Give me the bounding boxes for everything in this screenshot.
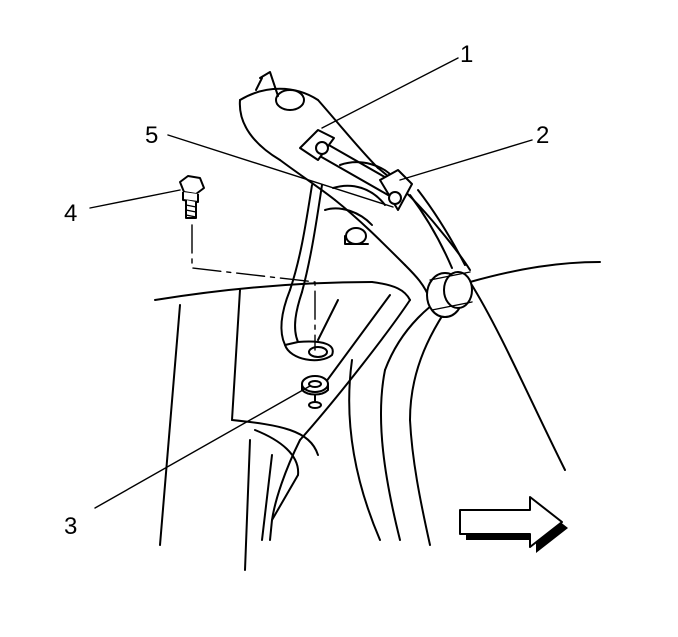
callout-leaders (89, 57, 533, 509)
bolt (179, 175, 205, 219)
callout-5: 5 (145, 122, 158, 149)
body-panel (154, 281, 411, 571)
callout-4: 4 (64, 200, 77, 227)
callout-2: 2 (536, 122, 549, 149)
leader-1 (321, 57, 459, 129)
leader-3 (94, 385, 311, 509)
forward-arrow-icon (459, 496, 568, 553)
callout-3: 3 (64, 513, 77, 540)
frame-rail (348, 261, 601, 546)
leader-5 (167, 134, 394, 208)
leader-2 (399, 139, 533, 181)
install-path (191, 224, 316, 351)
hanger-bracket (280, 129, 466, 362)
callout-1: 1 (460, 41, 473, 68)
washer-nut (301, 375, 329, 409)
leader-4 (89, 189, 181, 209)
